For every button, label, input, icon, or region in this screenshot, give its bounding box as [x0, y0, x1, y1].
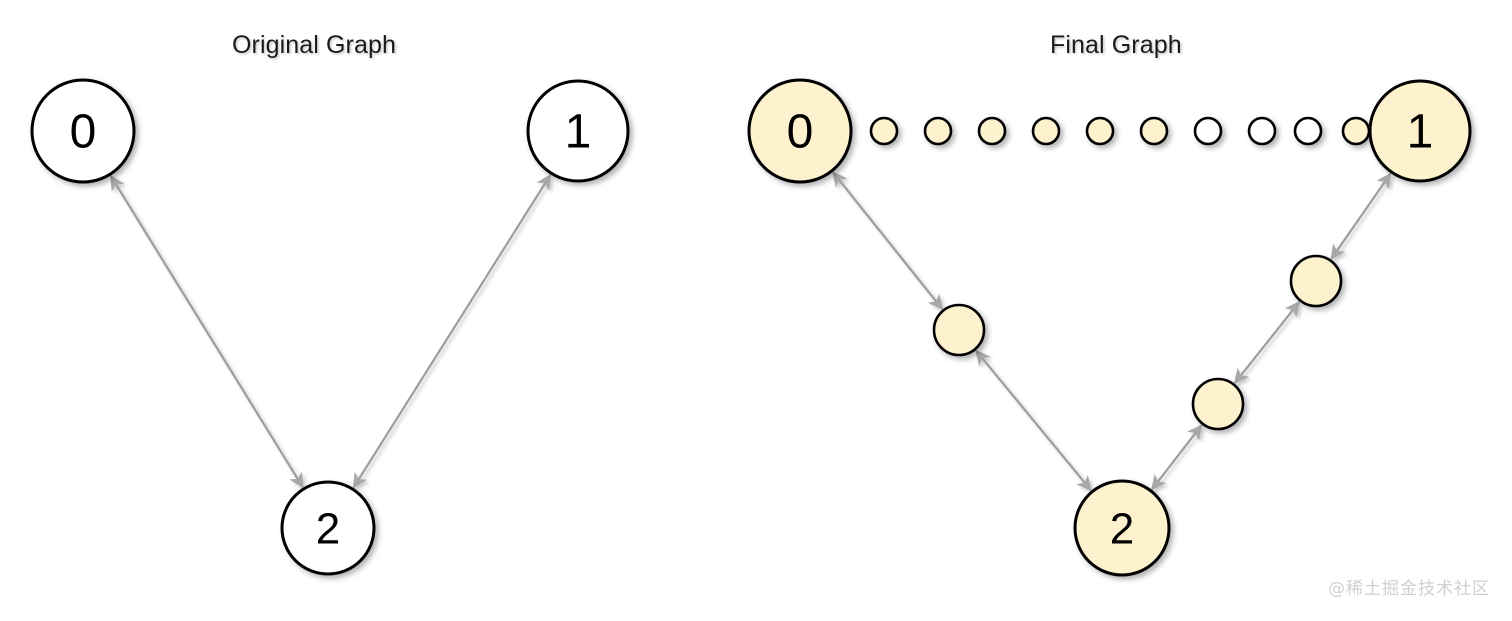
- graph-intermediate-node[interactable]: [869, 116, 899, 146]
- graph-intermediate-node[interactable]: [1247, 116, 1277, 146]
- edges-layer: [109, 123, 1392, 492]
- graph-intermediate-node[interactable]: [1293, 116, 1323, 146]
- graph-intermediate-node[interactable]: [932, 303, 986, 357]
- graph-edge: [109, 174, 304, 489]
- graph-node-0[interactable]: 0: [747, 78, 853, 184]
- graph-node-1[interactable]: 1: [1368, 79, 1472, 183]
- graph-intermediate-node[interactable]: [1289, 254, 1343, 308]
- graph-intermediate-node[interactable]: [1191, 377, 1245, 431]
- graph-intermediate-node[interactable]: [977, 116, 1007, 146]
- graph-intermediate-node[interactable]: [1139, 116, 1169, 146]
- graph-edge: [975, 349, 1092, 492]
- graph-node-0[interactable]: 0: [30, 78, 136, 184]
- graph-intermediate-node[interactable]: [1031, 116, 1061, 146]
- graph-intermediate-node[interactable]: [1193, 116, 1223, 146]
- final-graph-title: Final Graph: [1050, 31, 1182, 59]
- graph-edge: [352, 173, 552, 489]
- nodes-layer: 0 1 2 0 1 2: [30, 78, 1472, 577]
- graph-edge: [832, 171, 944, 310]
- graph-node-1[interactable]: 1: [526, 79, 630, 183]
- graph-intermediate-node[interactable]: [923, 116, 953, 146]
- graph-edge: [1330, 172, 1392, 260]
- original-graph-title: Original Graph: [232, 31, 396, 59]
- graph-edge: [1151, 424, 1203, 491]
- graph-edge: [1233, 301, 1301, 384]
- watermark: @稀土掘金技术社区: [1328, 579, 1490, 599]
- graph-node-2[interactable]: 2: [280, 480, 376, 576]
- graph-node-2[interactable]: 2: [1073, 479, 1171, 577]
- graph-intermediate-node[interactable]: [1085, 116, 1115, 146]
- graph-intermediate-node[interactable]: [1341, 116, 1371, 146]
